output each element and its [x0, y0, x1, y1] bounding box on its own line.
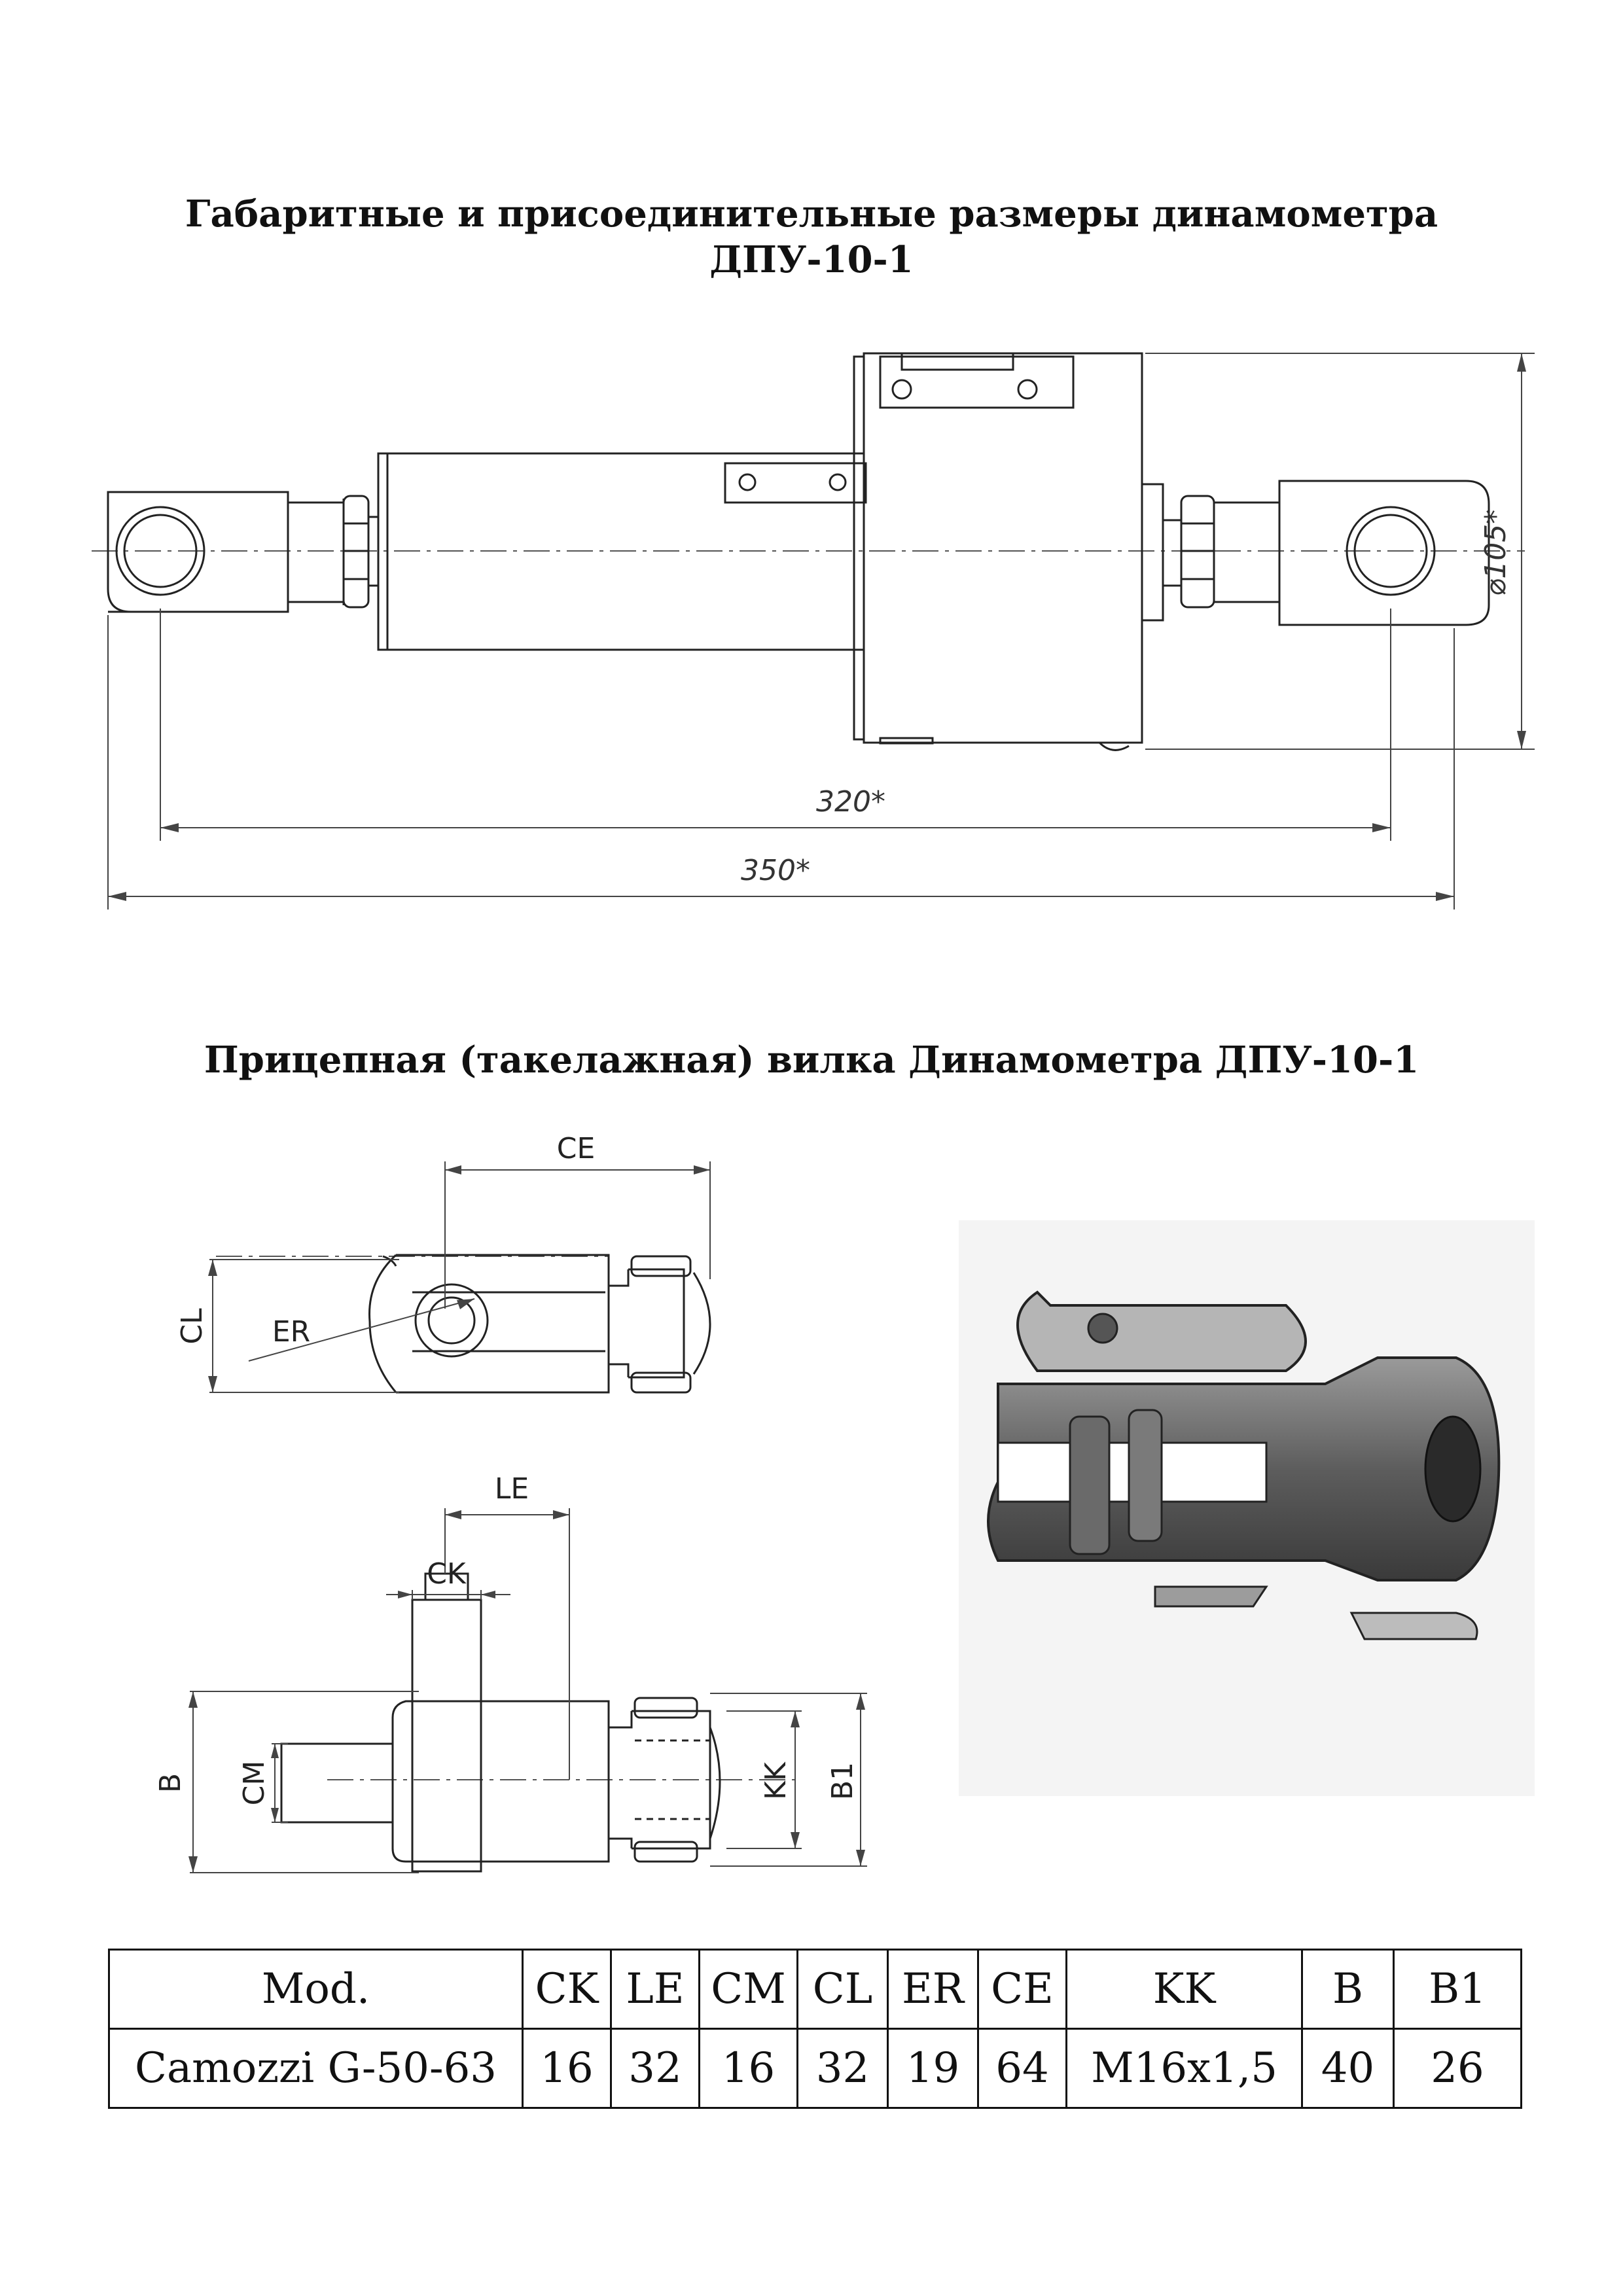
dim-overall-label: 350* — [741, 854, 810, 887]
dim-diameter-label: ⌀105* — [1479, 510, 1512, 596]
header-cell: LE — [610, 1949, 700, 2030]
table-row: Camozzi G-50-63 16 32 16 32 19 64 M16x1,… — [108, 2028, 1522, 2109]
table-cell: M16x1,5 — [1065, 2028, 1303, 2109]
table-cell: 64 — [977, 2028, 1067, 2109]
page-title: Габаритные и присоединительные размеры д… — [0, 191, 1623, 283]
table-cell: 19 — [887, 2028, 979, 2109]
dim-pin-centers-label: 320* — [816, 785, 885, 819]
label-b: B — [154, 1773, 187, 1793]
header-cell: CM — [698, 1949, 798, 2030]
label-b1: B1 — [826, 1762, 859, 1800]
table-cell: 16 — [522, 2028, 612, 2109]
label-cl: CL — [175, 1308, 209, 1345]
fork-photo — [959, 1220, 1535, 1796]
label-ck: CK — [427, 1557, 467, 1591]
label-le: LE — [495, 1472, 529, 1506]
header-cell: CL — [796, 1949, 889, 2030]
label-cm: CM — [238, 1761, 271, 1806]
header-cell: Mod. — [108, 1949, 524, 2030]
header-cell: CE — [977, 1949, 1067, 2030]
header-cell: B — [1301, 1949, 1395, 2030]
table-cell: 16 — [698, 2028, 798, 2109]
fork-title: Прицепная (такелажная) вилка Динамометра… — [204, 1038, 1419, 1082]
label-ce: CE — [557, 1132, 596, 1165]
spec-table: Mod. CK LE CM CL ER CE KK B B1 Camozzi G… — [108, 1949, 1522, 2109]
table-cell: 26 — [1393, 2028, 1522, 2109]
page-title-line-2: ДПУ-10-1 — [709, 238, 914, 281]
table-cell: Camozzi G-50-63 — [108, 2028, 524, 2109]
header-cell: ER — [887, 1949, 979, 2030]
header-cell: KK — [1065, 1949, 1303, 2030]
table-cell: 40 — [1301, 2028, 1395, 2109]
spec-table-header-row: Mod. CK LE CM CL ER CE KK B B1 — [108, 1949, 1522, 2030]
label-kk: KK — [759, 1761, 793, 1800]
header-cell: CK — [522, 1949, 612, 2030]
label-er: ER — [272, 1315, 310, 1349]
page-title-line-1: Габаритные и присоединительные размеры д… — [185, 192, 1438, 236]
header-cell: B1 — [1393, 1949, 1522, 2030]
table-cell: 32 — [796, 2028, 889, 2109]
dynamometer-drawing: 320* 350* ⌀105* — [92, 352, 1535, 910]
fork-drawing: CE CL ER — [154, 1132, 867, 1873]
table-cell: 32 — [610, 2028, 700, 2109]
